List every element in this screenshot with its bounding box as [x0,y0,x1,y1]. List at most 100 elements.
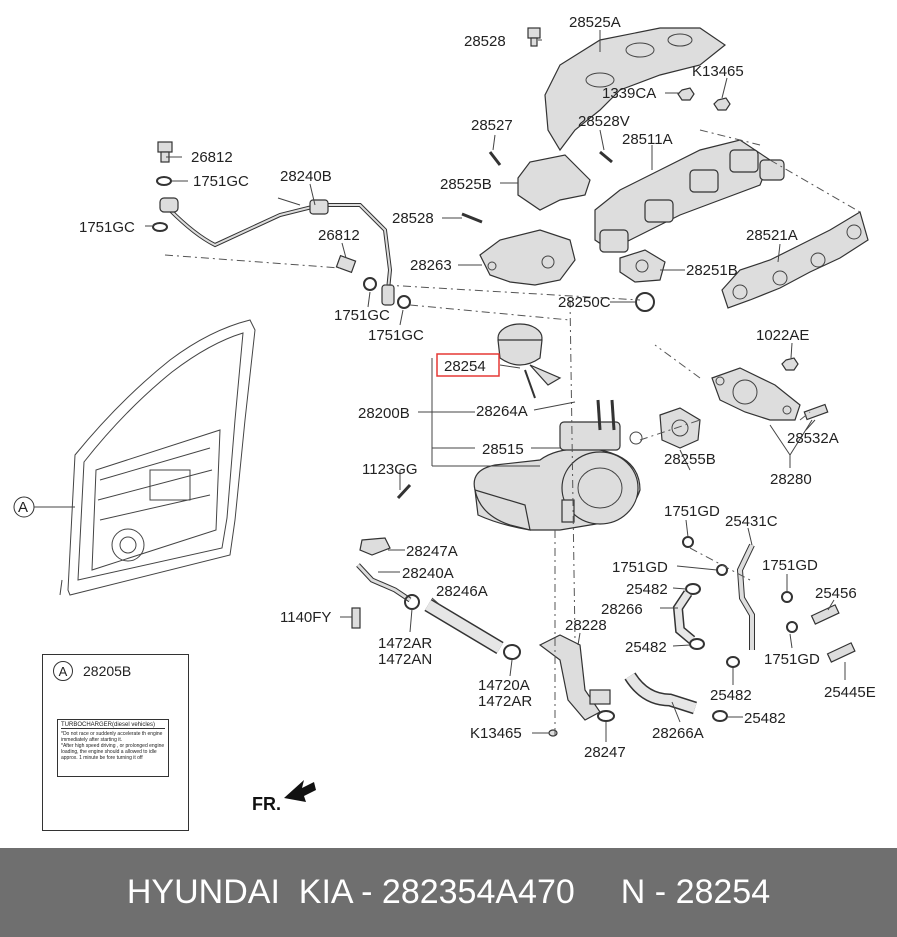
label-28525b: 28525B [440,176,492,193]
stud-28532a [803,403,829,421]
bolt-25456 [810,604,840,625]
washer-1751gd-a [682,536,694,548]
washer-1751gd-c [781,591,793,603]
label-28264a: 28264A [476,403,528,420]
label-28246a: 28246A [436,583,488,600]
caution-label-box: A 28205B TURBOCHARGER(diesel vehicles) *… [42,654,189,831]
label-28228: 28228 [565,617,607,634]
label-14720a: 14720A [478,677,530,694]
bolt-28528-mid [461,212,483,224]
bolt-25445e [826,642,856,663]
label-1140fy: 1140FY [280,609,331,626]
label-front: FR. [252,794,281,814]
bolt-28528-top [527,27,541,47]
washer-1751gc-a [156,176,172,186]
label-1751gd-c: 1751GD [762,557,818,574]
label-28532a: 28532A [787,430,839,447]
label-28515: 28515 [482,441,524,458]
label-k13465-bottom: K13465 [470,725,522,742]
label-26812-lower: 26812 [318,227,360,244]
label-28251b: 28251B [686,262,738,279]
actuator-28254 [497,323,562,399]
gasket-28255b [659,407,701,449]
hose-28266 [672,590,696,644]
label-25431c: 25431C [725,513,778,530]
label-1751gc-b: 1751GC [79,219,135,236]
label-28525a: 28525A [569,14,621,31]
label-28266a: 28266A [652,725,704,742]
label-25482-c: 25482 [710,687,752,704]
callout-a-label: A [18,499,28,516]
label-28240b: 28240B [280,168,332,185]
caution-box-part-number: 28205B [83,663,132,679]
bolt-28527 [488,151,502,166]
outlet-elbow-28280 [711,367,801,421]
manifold-gasket-28521a [721,211,869,309]
label-25482-d: 25482 [744,710,786,727]
nut-1022ae [781,357,799,371]
part-labels: 28528 28525A K13465 1339CA 28527 28528V … [79,14,876,814]
bracket-28228 [538,634,611,721]
door-panel-drawing [59,319,256,596]
exhaust-manifold [594,139,785,253]
clamp-25482-c [726,656,740,668]
bolt-28528v [599,150,613,164]
part-number-banner: HYUNDAI KIA - 282354A470 N - 28254 [0,848,897,937]
oil-feed-pipe [159,197,395,306]
label-1751gd-b: 1751GD [612,559,668,576]
bolt-1140fy [351,607,361,629]
bolt-1123gg [396,483,412,500]
clamp-25482-a [685,583,701,595]
bolt-26812-lower [335,254,357,274]
label-1022ae: 1022AE [756,327,809,344]
turbo-caution-card: TURBOCHARGER(diesel vehicles) *Do not ra… [57,719,169,777]
washer-1751gc-b [152,222,168,232]
label-28280: 28280 [770,471,812,488]
clamp-1472ar [404,594,420,610]
coolant-pipe-25431c [736,543,755,650]
nut-1339ca [677,87,695,101]
leader-lines [145,30,861,742]
label-28528v: 28528V [578,113,630,130]
label-1123gg: 1123GG [362,461,418,478]
oil-return-pipe-28240a [356,563,412,603]
label-25456: 25456 [815,585,857,602]
label-1751gd-a: 1751GD [664,503,720,520]
hose-28246a [424,598,504,655]
ring-28250c [635,292,655,312]
bolt-26812-upper [157,141,173,163]
turbocharger-exploded-diagram: A [13,14,876,814]
clamp-25482-b [689,638,705,650]
label-1472ar: 1472AR [378,635,432,652]
nut-k13465-bottom [548,729,558,737]
label-28263: 28263 [410,257,452,274]
hose-28266a [624,672,697,715]
label-1751gc-d: 1751GC [368,327,424,344]
label-1472an: 1472AN [378,651,432,668]
label-25482-b: 25482 [625,639,667,656]
label-28240a: 28240A [402,565,454,582]
heat-shield-lower [517,154,591,211]
washer-1751gd-d [786,621,798,633]
label-28527: 28527 [471,117,513,134]
caution-card-line-1: *Do not race or suddenly accelerate th e… [61,731,163,743]
label-28200b: 28200B [358,405,410,422]
label-1339ca: 1339CA [602,85,656,102]
clamp-25482-d [712,710,728,722]
washer-1751gc-c [363,277,377,291]
label-28521a: 28521A [746,227,798,244]
label-28254: 28254 [444,358,486,375]
gasket-28247 [597,710,615,722]
clamp-14720a [503,644,521,660]
label-28255b: 28255B [664,451,716,468]
caution-card-line-2: *After high speed driving , or prolonged… [61,743,165,761]
label-25445e: 25445E [824,684,876,701]
label-28528-mid: 28528 [392,210,434,227]
label-25482-a: 25482 [626,581,668,598]
banner-brand-and-number: HYUNDAI KIA - 282354A470 [126,873,575,911]
bolt-28240b [277,197,301,206]
label-28266: 28266 [601,601,643,618]
label-28247a: 28247A [406,543,458,560]
turbocharger-assembly [473,399,643,531]
label-k13465-top: K13465 [692,63,744,80]
